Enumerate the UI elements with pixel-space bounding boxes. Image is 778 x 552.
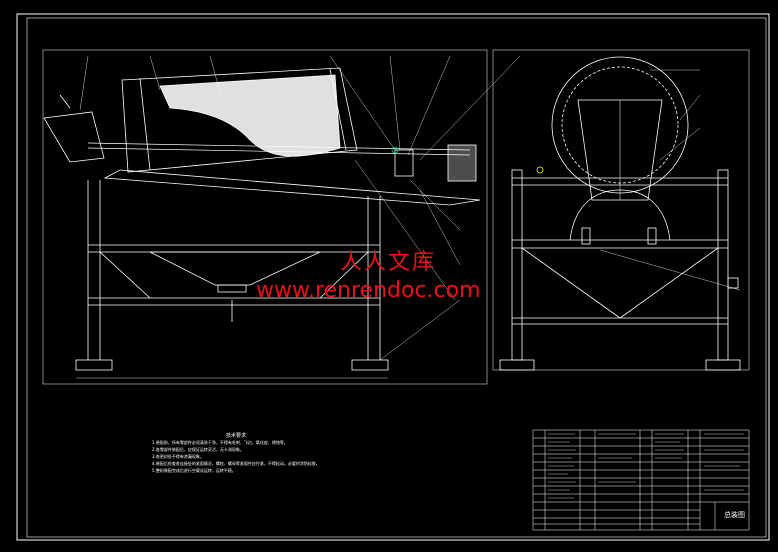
side-foot-left <box>499 359 535 371</box>
leader-3 <box>209 55 221 93</box>
front-view <box>43 55 521 379</box>
inner-border <box>26 17 767 538</box>
side-brace-2 <box>619 247 719 319</box>
under-chute <box>103 169 481 206</box>
side-hopper <box>577 99 663 201</box>
tech-requirement-2: 2.各零部件装配后，应保证运转灵活，无卡滞现象。 <box>152 447 244 452</box>
screen-material <box>159 74 341 157</box>
bom-text-stubs <box>548 433 744 499</box>
main-shaft-2 <box>87 147 471 156</box>
side-foot-right <box>705 359 741 371</box>
trommel-drum <box>121 67 358 173</box>
side-leader-4 <box>599 249 741 291</box>
leader-4 <box>329 55 396 151</box>
side-post-left <box>511 169 523 361</box>
tech-requirement-4: 4.装配后检查各连接处的紧固情况，螺栓、螺母等紧固件应拧紧，不得松动。必要时涂防… <box>152 461 320 466</box>
front-view-frame <box>42 49 488 385</box>
tech-requirement-5: 5.整机装配完成后进行空载试运转，运转平稳。 <box>152 468 236 473</box>
title-block-frame <box>532 429 750 531</box>
foot-left <box>75 359 113 371</box>
leader-2 <box>149 55 161 91</box>
tech-requirements-title: 技术要求 <box>226 433 247 439</box>
foot-right <box>351 359 389 371</box>
drawing-name: 总装图 <box>724 511 745 519</box>
side-leader-2 <box>679 94 701 121</box>
side-leader-3 <box>659 127 701 161</box>
side-view-frame <box>492 49 750 371</box>
frame-brace-2 <box>319 251 369 299</box>
green-marker <box>391 146 399 154</box>
hopper-outlet <box>217 284 247 293</box>
tech-requirement-3: 3.各密封处不得有渗漏现象。 <box>152 454 204 459</box>
side-view <box>499 56 741 371</box>
tech-requirement-1: 1.装配前，所有零部件必须清洗干净，不得有毛刺、飞边、氧化皮、锈蚀等。 <box>152 440 288 445</box>
outer-border <box>16 13 770 541</box>
reducer <box>394 149 414 177</box>
leader-5 <box>389 55 401 151</box>
watermark-chinese: 人人文库 <box>340 250 437 275</box>
leader-7 <box>419 55 521 161</box>
leader-6 <box>407 55 451 156</box>
leader-11 <box>379 299 461 361</box>
frame-brace-1 <box>99 251 151 299</box>
feed-hopper <box>43 111 105 163</box>
side-post-right <box>717 169 729 361</box>
side-bolt-left <box>581 227 591 245</box>
leader-8 <box>354 159 456 301</box>
feed-arrow <box>59 94 71 109</box>
main-shaft <box>87 142 471 151</box>
side-brace-1 <box>521 247 621 319</box>
drive-motor <box>447 144 477 182</box>
leader-9 <box>409 179 461 231</box>
leader-1 <box>79 55 89 111</box>
support-curve <box>569 189 671 241</box>
leader-10 <box>419 189 461 266</box>
watermark-url: www.renrendoc.com <box>256 278 481 303</box>
drum-ring-left <box>139 77 151 171</box>
undersize-hopper <box>149 251 321 286</box>
side-bracket <box>727 277 739 289</box>
yellow-marker <box>536 166 544 174</box>
title-block <box>532 429 750 531</box>
side-bolt-right <box>647 227 657 245</box>
